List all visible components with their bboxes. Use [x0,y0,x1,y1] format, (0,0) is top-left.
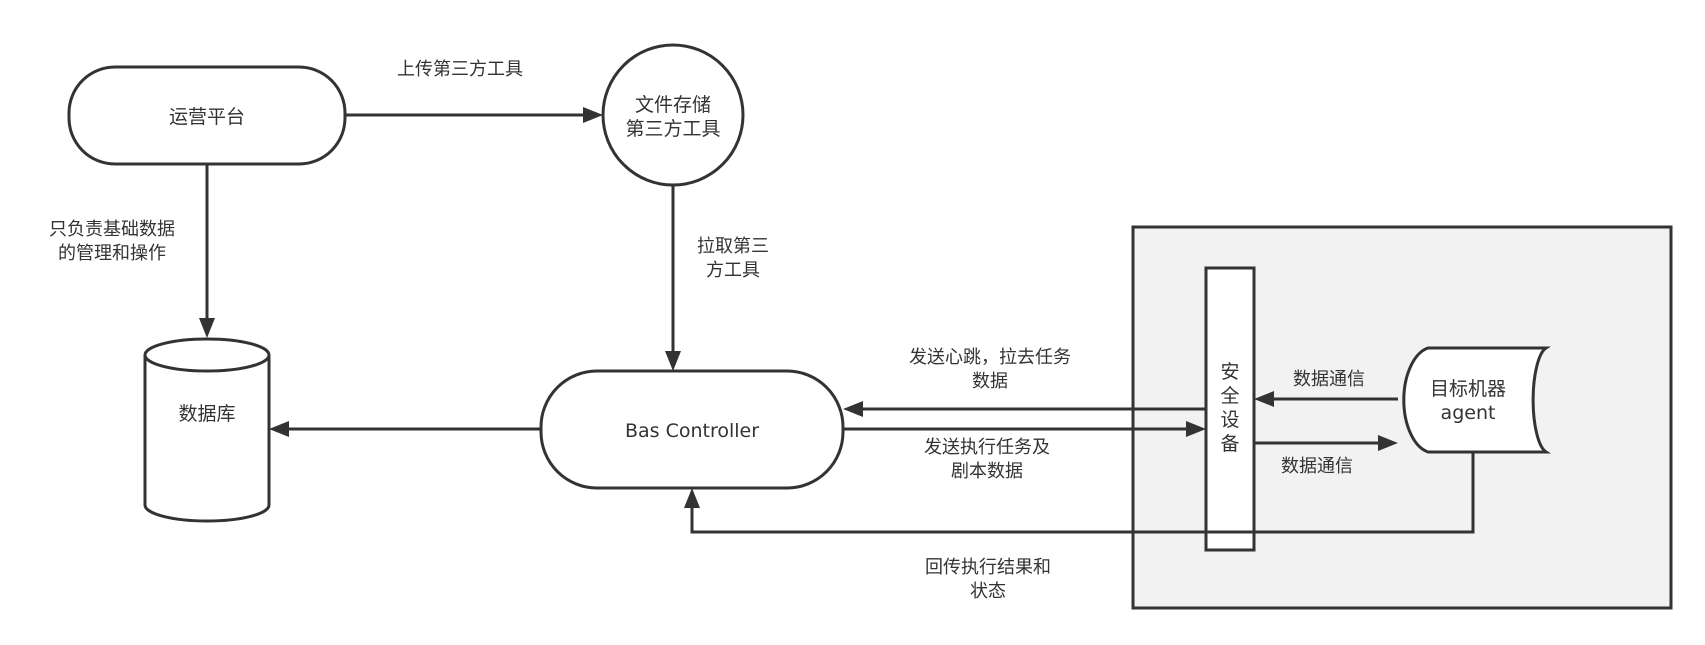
edge-data-comm-out [1254,435,1398,451]
edge-pull [665,185,681,371]
edge-label-data-comm-in: 数据通信 [1293,369,1365,390]
svg-text:备: 备 [1220,433,1239,455]
svg-text:安: 安 [1220,361,1239,383]
edge-data-comm-in [1254,391,1398,407]
svg-text:目标机器: 目标机器 [1430,378,1506,400]
database-node: 数据库 [143,337,271,523]
edge-label-pull-line2: 方工具 [706,260,760,281]
edge-label-upload: 上传第三方工具 [397,59,523,80]
file-storage-node: 文件存储 第三方工具 [601,43,745,187]
svg-text:设: 设 [1220,409,1239,431]
svg-text:Bas Controller: Bas Controller [625,420,759,442]
svg-text:数据库: 数据库 [178,403,235,425]
edge-send-task [843,421,1206,437]
svg-text:文件存储: 文件存储 [635,94,711,116]
svg-text:全: 全 [1220,385,1239,407]
svg-text:agent: agent [1441,402,1496,424]
edge-return-result [684,452,1475,534]
edge-label-return-result-line2: 状态 [970,581,1006,602]
bas-controller-node: Bas Controller [539,369,845,490]
edge-controller-to-database [269,421,541,437]
edge-label-data-comm-out: 数据通信 [1281,456,1353,477]
target-machine-node: 目标机器 agent [1402,346,1552,454]
svg-text:运营平台: 运营平台 [169,106,245,128]
edge-label-send-task-line2: 剧本数据 [951,461,1023,482]
edge-label-heartbeat-line1: 发送心跳，拉去任务 [909,347,1071,368]
security-device-node: 安 全 设 备 [1204,266,1256,552]
edge-label-manage-line1: 只负责基础数据 [49,219,175,240]
edge-upload [345,107,603,123]
edge-heartbeat [843,401,1206,417]
svg-text:第三方工具: 第三方工具 [625,118,720,140]
edge-label-pull-line1: 拉取第三 [697,236,769,257]
ops-platform-node: 运营平台 [67,65,347,166]
edge-label-manage-line2: 的管理和操作 [58,243,166,264]
edge-manage [199,164,215,338]
edge-label-send-task-line1: 发送执行任务及 [924,437,1050,458]
edge-label-return-result-line1: 回传执行结果和 [925,557,1051,578]
edge-label-heartbeat-line2: 数据 [972,371,1008,392]
